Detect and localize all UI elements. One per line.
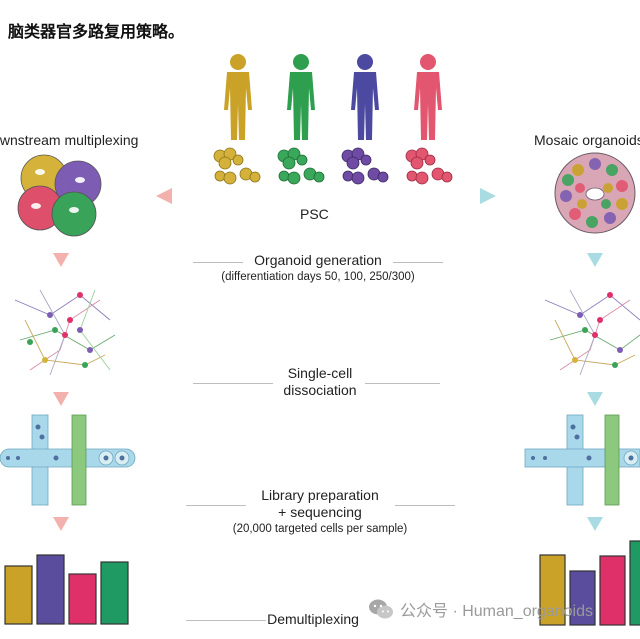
step-dissociation-line2: dissociation [283,382,357,398]
divider [393,262,443,263]
step-library-prep: Library preparation + sequencing (20,000… [186,487,454,538]
bar-purple [36,554,65,625]
figure-title: 脑类器官多路复用策略。 [8,22,185,41]
psc-colony-purple [341,147,389,185]
donor-4-figure [414,54,442,140]
bar-green [629,540,640,626]
left-panel-title: Downstream multiplexing [0,132,139,148]
bar-gold [4,565,33,625]
right-flow-arrow-1 [587,253,603,267]
right-panel-title: Mosaic organoids [534,132,640,148]
bar-purple [569,570,596,626]
divider [395,505,455,506]
psc-label: PSC [300,206,329,222]
right-microfluidic-chip [524,414,640,506]
watermark: 公众号 · Human_organoids [368,597,593,621]
step-library-line1: Library preparation [261,487,379,503]
step-library-line2: + sequencing [278,504,362,520]
left-cell-counts-bars [4,554,129,625]
donor-3-figure [351,54,379,140]
divider [365,383,440,384]
step-demultiplexing: Demultiplexing [267,611,359,627]
divider [186,620,266,621]
left-branch-arrow [156,188,172,204]
organoid-green [51,191,97,237]
left-flow-arrow-2 [53,392,69,406]
left-organoids [17,154,102,237]
right-flow-arrow-2 [587,392,603,406]
right-flow-arrow-3 [587,517,603,531]
donor-figures [224,54,442,140]
bar-green [100,561,129,625]
psc-colonies [213,147,453,185]
step-dissociation-line1: Single-cell [287,365,353,381]
donor-1-figure [224,54,252,140]
right-neuron-network [544,289,640,376]
psc-colony-green [277,147,325,185]
left-flow-arrow-3 [53,517,69,531]
step-generation-detail: (differentiation days 50, 100, 250/300) [221,271,415,283]
bar-pink [599,555,626,626]
divider [186,505,246,506]
bar-gold [539,554,566,626]
step-library-detail: (20,000 targeted cells per sample) [232,523,408,535]
left-microfluidic-chip [0,414,136,506]
psc-colony-pink [405,147,453,185]
bar-pink [68,573,97,625]
right-cell-counts-bars [539,540,640,626]
left-neuron-network [14,289,116,376]
left-flow-arrow-1 [53,253,69,267]
divider [193,262,243,263]
step-dissociation: Single-cell dissociation [240,365,400,399]
mosaic-organoid [554,152,636,234]
donor-2-figure [287,54,315,140]
wechat-icon [369,599,393,619]
right-branch-arrow [480,188,496,204]
watermark-text: 公众号 · Human_organoids [400,603,593,620]
divider [193,383,273,384]
step-organoid-generation: Organoid generation (differentiation day… [180,252,456,286]
step-generation-title: Organoid generation [254,252,382,268]
psc-colony-gold [213,147,261,185]
